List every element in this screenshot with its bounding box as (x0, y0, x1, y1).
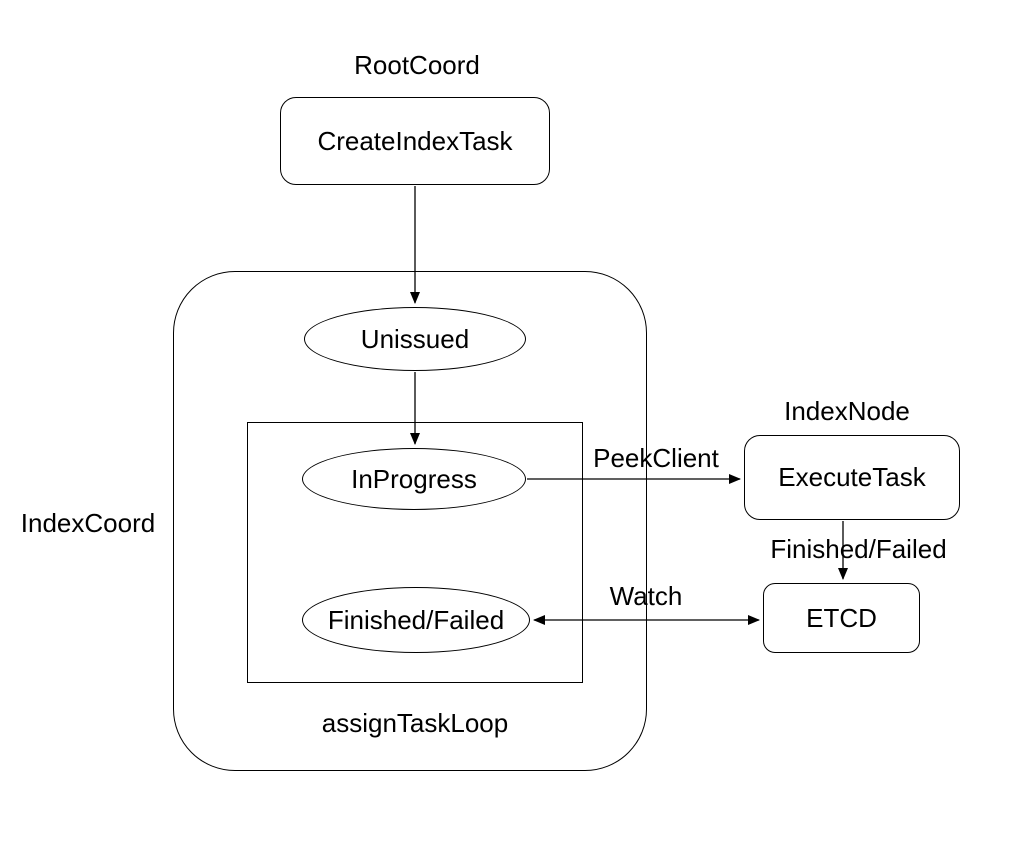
finished-failed-node: Finished/Failed (302, 587, 530, 653)
assign-task-loop-group-label: assignTaskLoop (321, 707, 509, 738)
etcd-node: ETCD (763, 583, 920, 653)
watch-edge-label: Watch (609, 580, 683, 611)
unissued-label: Unissued (360, 323, 470, 354)
in-progress-label: InProgress (351, 463, 477, 494)
index-node-group-label: IndexNode (784, 395, 910, 426)
create-index-task-node: CreateIndexTask (280, 97, 550, 185)
finished-failed-edge-label: Finished/Failed (770, 533, 947, 564)
execute-task-node: ExecuteTask (744, 435, 960, 520)
root-coord-group-label: RootCoord (354, 49, 480, 80)
unissued-node: Unissued (304, 307, 526, 371)
in-progress-node: InProgress (302, 448, 526, 510)
create-index-task-label: CreateIndexTask (317, 125, 513, 156)
index-coord-group (173, 271, 647, 771)
assign-task-loop-group (247, 422, 583, 683)
index-coord-group-label: IndexCoord (20, 507, 156, 538)
finished-failed-node-label: Finished/Failed (327, 604, 505, 635)
execute-task-label: ExecuteTask (778, 462, 926, 492)
etcd-label: ETCD (806, 602, 877, 633)
peek-client-edge-label: PeekClient (593, 442, 719, 473)
